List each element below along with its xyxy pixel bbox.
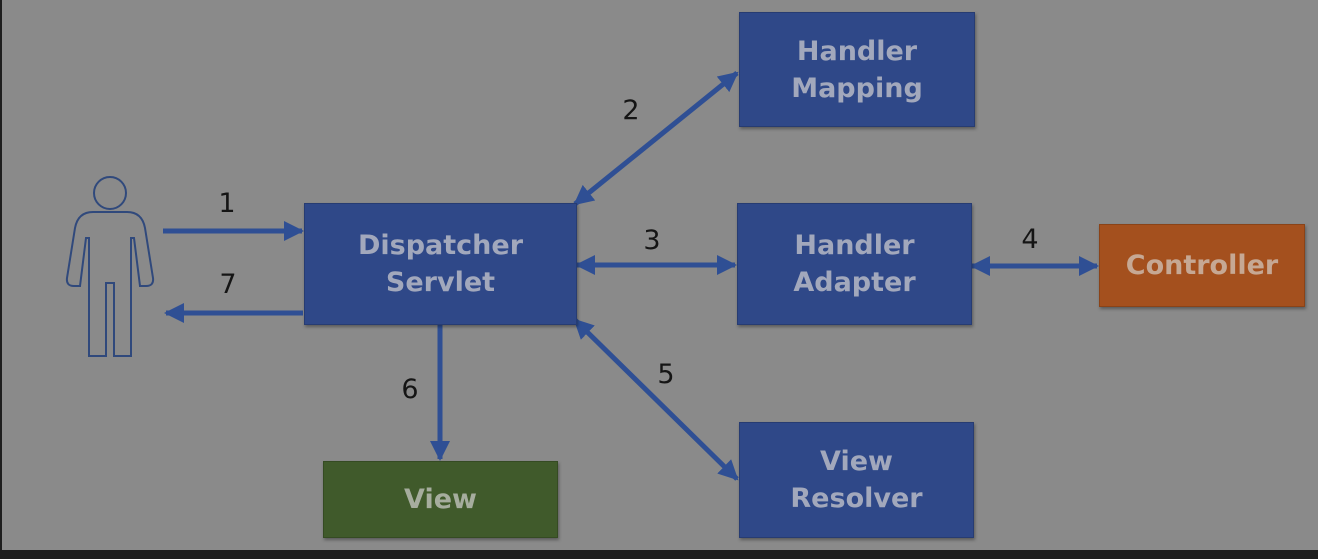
view-label: View bbox=[404, 484, 477, 515]
handler-adapter-box: Handler Adapter bbox=[737, 203, 972, 325]
step-label-1: 1 bbox=[218, 188, 236, 219]
arrow-2 bbox=[573, 71, 739, 206]
view-resolver-box: View Resolver bbox=[739, 422, 974, 538]
handler-adapter-line2: Adapter bbox=[793, 267, 916, 298]
controller-label: Controller bbox=[1125, 250, 1279, 281]
bottom-edge bbox=[0, 550, 1318, 559]
step-label-2: 2 bbox=[622, 95, 640, 126]
handler-mapping-line2: Mapping bbox=[791, 72, 923, 104]
handler-mapping-line1: Handler bbox=[796, 35, 918, 67]
step-label-6: 6 bbox=[401, 374, 419, 405]
dispatcher-servlet-box: Dispatcher Servlet bbox=[304, 203, 577, 325]
dispatcher-servlet-line2: Servlet bbox=[385, 267, 496, 298]
controller-box: Controller bbox=[1099, 224, 1305, 307]
step-label-4: 4 bbox=[1021, 224, 1039, 255]
step-label-5: 5 bbox=[657, 359, 675, 390]
handler-adapter-line1: Handler bbox=[794, 230, 915, 261]
dispatcher-servlet-line1: Dispatcher bbox=[357, 230, 524, 261]
person-icon bbox=[65, 176, 155, 357]
view-resolver-line2: Resolver bbox=[790, 483, 923, 514]
handler-mapping-box: Handler Mapping bbox=[739, 12, 975, 127]
arrow-5 bbox=[573, 318, 739, 481]
step-label-3: 3 bbox=[643, 225, 661, 256]
view-box: View bbox=[323, 461, 558, 538]
step-label-7: 7 bbox=[219, 269, 237, 300]
view-resolver-line1: View bbox=[820, 446, 893, 477]
